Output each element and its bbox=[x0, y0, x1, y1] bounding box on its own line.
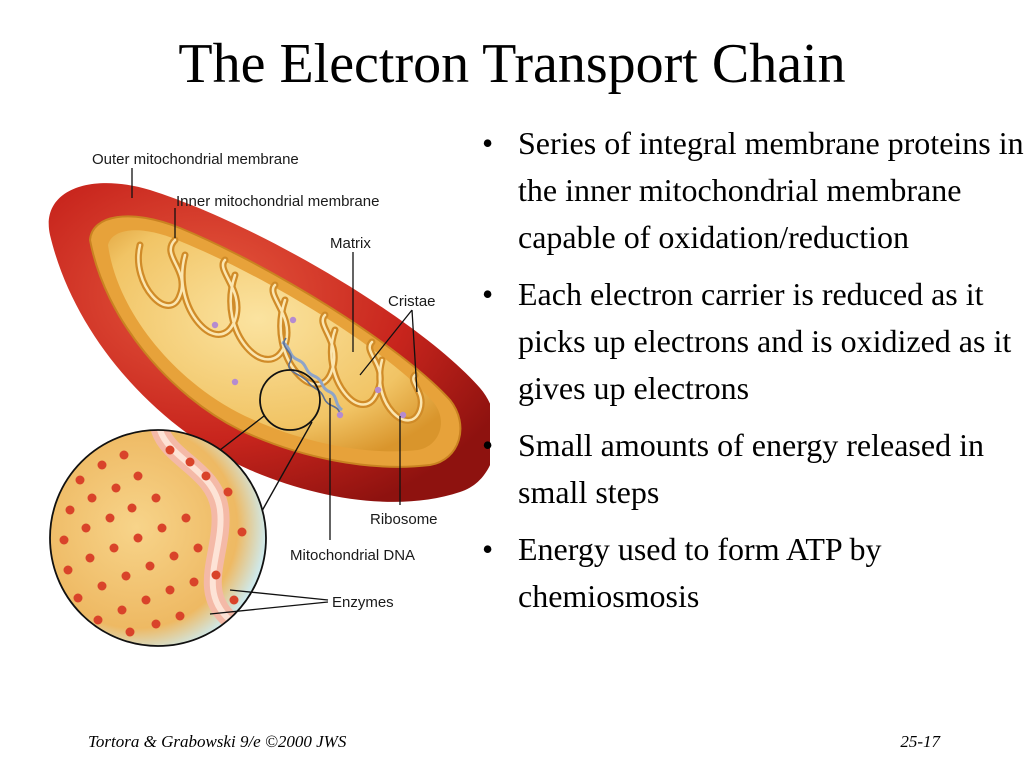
slide-number: 25-17 bbox=[900, 732, 940, 751]
zoom-line-1 bbox=[219, 415, 265, 451]
matrix-shape bbox=[108, 230, 441, 452]
bullet-item: Each electron carrier is reduced as it p… bbox=[478, 271, 1024, 412]
mitochondrion-diagram: Outer mitochondrial membrane Inner mitoc… bbox=[48, 151, 490, 647]
label-enzymes: Enzymes bbox=[332, 594, 394, 611]
label-mitochondrial-dna: Mitochondrial DNA bbox=[290, 547, 415, 564]
zoom-crista-fold-core bbox=[157, 430, 233, 623]
footer-credit: Tortora & Grabowski 9/e ©2000 JWS bbox=[88, 732, 347, 751]
slide-title: The Electron Transport Chain bbox=[178, 33, 846, 95]
dna-strand bbox=[281, 340, 344, 412]
zoom-inset bbox=[49, 429, 267, 647]
bullet-item: Energy used to form ATP by chemiosmosis bbox=[478, 526, 1024, 620]
enzyme-particles bbox=[59, 445, 247, 637]
label-cristae: Cristae bbox=[388, 293, 436, 310]
ribosome-dots bbox=[211, 316, 407, 419]
mitochondrion-figure: Outer mitochondrial membrane Inner mitoc… bbox=[20, 120, 490, 660]
label-matrix: Matrix bbox=[330, 235, 371, 252]
leader-lines bbox=[131, 168, 418, 615]
bullet-list: Series of integral membrane proteins in … bbox=[478, 120, 1024, 630]
label-inner-membrane: Inner mitochondrial membrane bbox=[176, 193, 379, 210]
label-outer-membrane: Outer mitochondrial membrane bbox=[92, 151, 299, 168]
zoom-inset-border bbox=[49, 429, 267, 647]
bullet-item: Small amounts of energy released in smal… bbox=[478, 422, 1024, 516]
bullet-item: Series of integral membrane proteins in … bbox=[478, 120, 1024, 261]
label-ribosome: Ribosome bbox=[370, 511, 438, 528]
dna-strand-2 bbox=[283, 337, 341, 415]
zoom-focus-circle bbox=[259, 369, 321, 431]
